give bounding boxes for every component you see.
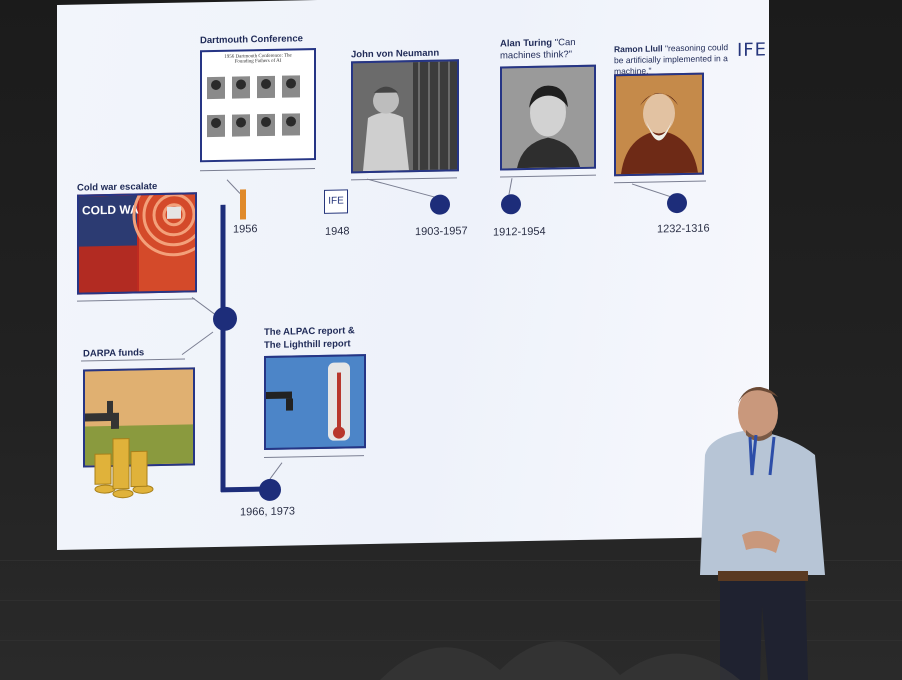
image-darpa — [83, 367, 195, 468]
turing-photo — [502, 66, 594, 169]
title-llull: Ramon Llull — [614, 43, 663, 55]
turing-label: Alan Turing "Can machines think?" — [500, 36, 610, 62]
ife-marker-1948: IFE — [324, 189, 348, 214]
dartmouth-portraits — [207, 75, 300, 138]
title-cold-war: Cold war escalate — [77, 181, 158, 194]
llull-portrait — [616, 74, 702, 175]
image-dartmouth: 1956 Dartmouth Conference: The Founding … — [200, 48, 316, 163]
projection-screen: IFE IFE — [57, 0, 769, 550]
title-alpac: The ALPAC report & The Lighthill report — [264, 325, 355, 352]
presenter — [700, 387, 825, 680]
image-llull — [614, 72, 704, 177]
date-von-neumann: 1903-1957 — [415, 225, 468, 239]
title-turing: Alan Turing — [500, 37, 553, 50]
foreground-plant — [380, 641, 740, 680]
image-alpac — [264, 354, 366, 451]
cold-war-poster-text: COLD WAR — [82, 202, 148, 217]
date-alpac: 1966, 1973 — [240, 505, 296, 519]
timeline-lines — [181, 178, 747, 493]
darpa-faucet — [85, 369, 193, 466]
marker-1956 — [240, 189, 246, 220]
image-von-neumann — [351, 59, 459, 174]
title-dartmouth: Dartmouth Conference — [200, 33, 303, 47]
date-1956: 1956 — [233, 223, 258, 236]
date-turing: 1912-1954 — [493, 225, 546, 239]
image-cold-war: COLD WAR — [77, 192, 197, 295]
image-turing — [500, 64, 596, 171]
date-1948: 1948 — [325, 225, 350, 238]
von-neumann-photo — [363, 61, 457, 172]
date-llull: 1232-1316 — [657, 222, 710, 236]
title-darpa: DARPA funds — [83, 347, 145, 360]
llull-label: Ramon Llull "reasoning could be artifici… — [614, 42, 739, 77]
alpac-thermometer — [266, 356, 364, 448]
cold-war-poster: COLD WAR — [79, 192, 197, 293]
gold-coins — [94, 438, 154, 499]
title-von-neumann: John von Neumann — [351, 47, 440, 61]
